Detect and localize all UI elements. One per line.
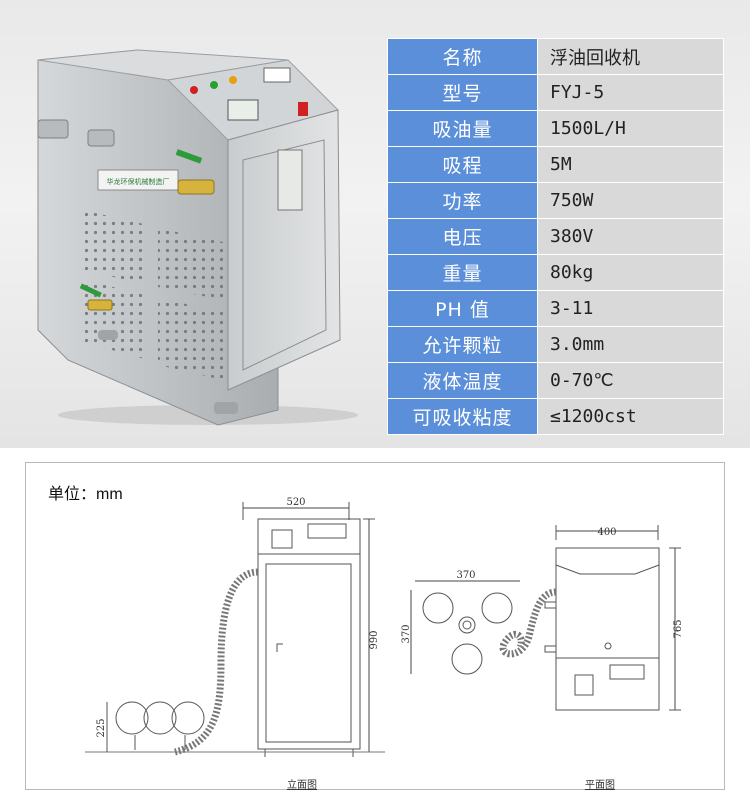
spec-value: 3.0mm xyxy=(537,326,724,363)
spec-row: 可吸收粘度≤1200cst xyxy=(387,398,724,435)
svg-text:华龙环保机械制造厂: 华龙环保机械制造厂 xyxy=(107,177,170,186)
unit-label: 单位：mm xyxy=(48,486,123,503)
technical-drawings: 520 990 225 立面图 400 xyxy=(85,497,684,791)
plan-width-dim: 400 xyxy=(597,527,616,538)
spec-value: 浮油回收机 xyxy=(537,38,724,75)
spec-value: 750W xyxy=(537,182,724,219)
spec-value: 80kg xyxy=(537,254,724,291)
spec-value: 380V xyxy=(537,218,724,255)
spec-key: 吸油量 xyxy=(387,110,538,147)
spec-value: 3-11 xyxy=(537,290,724,327)
spec-value: FYJ-5 xyxy=(537,74,724,111)
spec-key: 名称 xyxy=(387,38,538,75)
front-float-height-dim: 225 xyxy=(96,718,107,737)
spec-row: 名称浮油回收机 xyxy=(387,38,724,75)
spec-key: 允许颗粒 xyxy=(387,326,538,363)
front-height-dim: 990 xyxy=(369,630,380,649)
spec-key: PH 值 xyxy=(387,290,538,327)
spec-value: 0-70℃ xyxy=(537,362,724,399)
machine-photo: 华龙环保机械制造厂 xyxy=(37,49,358,426)
spec-value: ≤1200cst xyxy=(537,398,724,435)
front-view: 520 990 225 xyxy=(85,497,385,757)
spec-key: 可吸收粘度 xyxy=(387,398,538,435)
spec-key: 吸程 xyxy=(387,146,538,183)
spec-key: 重量 xyxy=(387,254,538,291)
front-width-dim: 520 xyxy=(286,497,305,508)
spec-key: 型号 xyxy=(387,74,538,111)
plan-float-width-dim: 370 xyxy=(456,570,475,581)
spec-value: 5M xyxy=(537,146,724,183)
spec-value: 1500L/H xyxy=(537,110,724,147)
plan-float-height-dim: 370 xyxy=(401,624,412,643)
spec-key: 功率 xyxy=(387,182,538,219)
plan-height-dim: 765 xyxy=(673,619,684,638)
plan-view: 400 765 370 370 xyxy=(401,525,684,711)
spec-key: 液体温度 xyxy=(387,362,538,399)
drawing-frame xyxy=(25,462,725,790)
front-view-caption: 立面图 xyxy=(287,778,317,791)
spec-key: 电压 xyxy=(387,218,538,255)
plan-view-caption: 平面图 xyxy=(585,779,615,791)
